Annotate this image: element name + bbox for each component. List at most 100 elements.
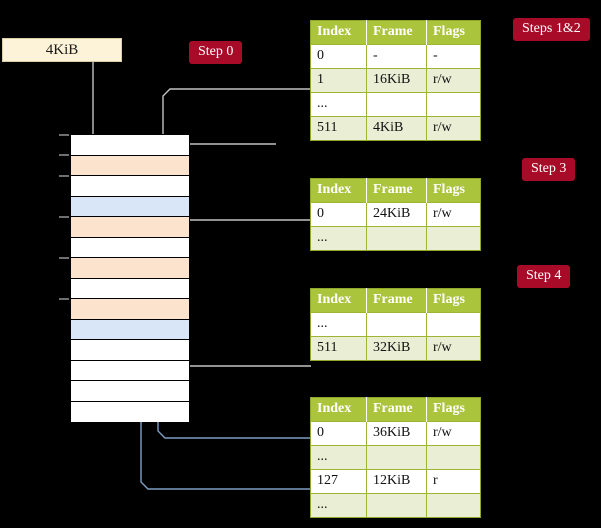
cell-frame: 12KiB: [366, 469, 427, 494]
badge-step-4: Step 4: [517, 265, 571, 288]
memory-row: [71, 381, 189, 402]
cell-frame: [366, 493, 427, 518]
cell-index: 0: [310, 202, 367, 227]
cell-frame: 36KiB: [366, 421, 427, 446]
cell-index: 511: [310, 116, 367, 141]
table-header-row: Index Frame Flags: [310, 397, 481, 422]
column-header-index: Index: [310, 288, 367, 313]
memory-row: [71, 155, 189, 176]
table-row: 511 4KiB r/w: [310, 116, 481, 141]
memory-tick: [59, 257, 69, 259]
table-header-row: Index Frame Flags: [310, 288, 481, 313]
cell-frame: 32KiB: [366, 336, 427, 361]
cell-flags: r: [426, 469, 481, 494]
cell-index: ...: [310, 226, 367, 251]
memory-row: [71, 258, 189, 279]
memory-row: [71, 299, 189, 320]
cell-frame: 24KiB: [366, 202, 427, 227]
memory-tick: [59, 134, 69, 136]
column-header-frame: Frame: [366, 397, 427, 422]
table-row: 127 12KiB r: [310, 469, 481, 494]
badge-step-0-label: Step 0: [198, 44, 234, 59]
cell-flags: r/w: [426, 68, 481, 93]
column-header-flags: Flags: [426, 178, 481, 203]
memory-tick: [59, 298, 69, 300]
badge-steps-1-2-label: Steps 1&2: [522, 21, 581, 36]
column-header-index: Index: [310, 178, 367, 203]
memory-row: [71, 176, 189, 197]
memory-row: [71, 217, 189, 238]
cell-flags: [426, 445, 481, 470]
badge-step-4-label: Step 4: [526, 268, 562, 283]
memory-tick: [59, 154, 69, 156]
column-header-frame: Frame: [366, 178, 427, 203]
column-header-frame: Frame: [366, 20, 427, 45]
memory-row: [71, 340, 189, 361]
table-row: 0 - -: [310, 44, 481, 69]
cell-index: ...: [310, 312, 367, 337]
cell-flags: r/w: [426, 116, 481, 141]
cell-frame: -: [366, 44, 427, 69]
column-header-index: Index: [310, 20, 367, 45]
page-table-level-2: Index Frame Flags ... 511 32KiB r/w: [310, 288, 481, 361]
cell-flags: [426, 312, 481, 337]
memory-row: [71, 319, 189, 340]
memory-tick: [59, 175, 69, 177]
cell-frame: [366, 445, 427, 470]
table-row: 0 36KiB r/w: [310, 421, 481, 446]
cell-flags: [426, 92, 481, 117]
cell-index: 127: [310, 469, 367, 494]
table-row: 0 24KiB r/w: [310, 202, 481, 227]
page-table-level-4: Index Frame Flags 0 - - 1 16KiB r/w ...: [310, 20, 481, 141]
page-table-level-1: Index Frame Flags 0 36KiB r/w ... 127 12…: [310, 397, 481, 518]
cell-frame: [366, 312, 427, 337]
table-row: ...: [310, 493, 481, 518]
virtual-page-box: 4KiB: [2, 38, 122, 62]
memory-row: [71, 237, 189, 258]
column-header-flags: Flags: [426, 397, 481, 422]
memory-row: [71, 360, 189, 381]
physical-memory-column: [70, 134, 190, 422]
cell-index: 1: [310, 68, 367, 93]
wire-step4: [181, 296, 311, 367]
table-row: ...: [310, 226, 481, 251]
table-header-row: Index Frame Flags: [310, 178, 481, 203]
cell-flags: [426, 226, 481, 251]
cell-frame: [366, 92, 427, 117]
cell-index: ...: [310, 493, 367, 518]
page-table-level-3: Index Frame Flags 0 24KiB r/w ...: [310, 178, 481, 251]
table-row: 511 32KiB r/w: [310, 336, 481, 361]
column-header-index: Index: [310, 397, 367, 422]
cell-index: 0: [310, 44, 367, 69]
cell-index: 511: [310, 336, 367, 361]
column-header-flags: Flags: [426, 20, 481, 45]
badge-steps-1-2: Steps 1&2: [513, 18, 590, 41]
table-row: ...: [310, 445, 481, 470]
memory-row: [71, 135, 189, 156]
table-row: 1 16KiB r/w: [310, 68, 481, 93]
memory-row: [71, 196, 189, 217]
badge-step-0: Step 0: [189, 41, 243, 64]
cell-frame: 16KiB: [366, 68, 427, 93]
cell-flags: -: [426, 44, 481, 69]
cell-flags: r/w: [426, 421, 481, 446]
cell-frame: 4KiB: [366, 116, 427, 141]
badge-step-3: Step 3: [522, 158, 576, 181]
memory-tick: [59, 216, 69, 218]
table-row: ...: [310, 92, 481, 117]
cell-flags: r/w: [426, 202, 481, 227]
cell-index: ...: [310, 445, 367, 470]
virtual-page-label: 4KiB: [45, 42, 79, 58]
cell-frame: [366, 226, 427, 251]
cell-index: 0: [310, 421, 367, 446]
wire-step3: [181, 219, 311, 256]
cell-flags: [426, 493, 481, 518]
badge-step-3-label: Step 3: [531, 161, 567, 176]
table-header-row: Index Frame Flags: [310, 20, 481, 45]
table-row: ...: [310, 312, 481, 337]
cell-index: ...: [310, 92, 367, 117]
column-header-flags: Flags: [426, 288, 481, 313]
column-header-frame: Frame: [366, 288, 427, 313]
memory-row: [71, 278, 189, 299]
